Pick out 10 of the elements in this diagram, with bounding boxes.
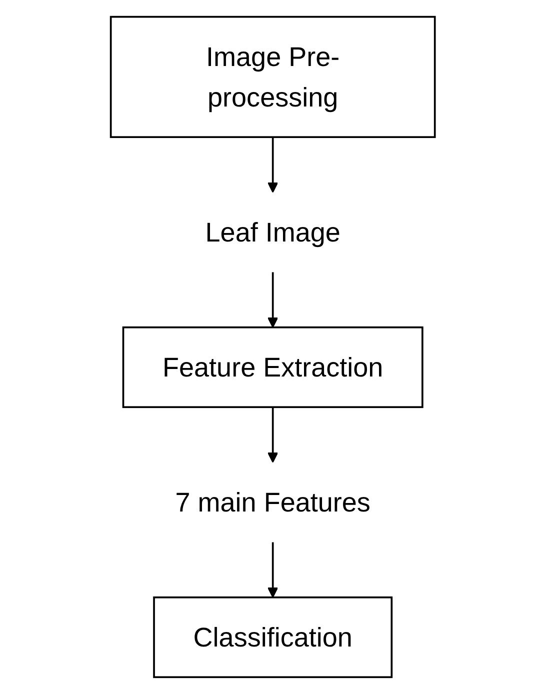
node-box bbox=[152, 596, 392, 678]
arrow bbox=[267, 406, 278, 462]
node-box bbox=[122, 326, 423, 408]
arrow bbox=[267, 272, 278, 328]
flowchart: Image Pre-processing Leaf Image Feature Extraction 7 main Features Classification bbox=[100, 6, 444, 686]
arrow bbox=[267, 136, 278, 192]
arrow bbox=[267, 542, 278, 598]
node-text: Leaf Image bbox=[204, 216, 340, 248]
node-text: 7 main Features bbox=[174, 486, 370, 518]
node-box bbox=[110, 15, 436, 138]
